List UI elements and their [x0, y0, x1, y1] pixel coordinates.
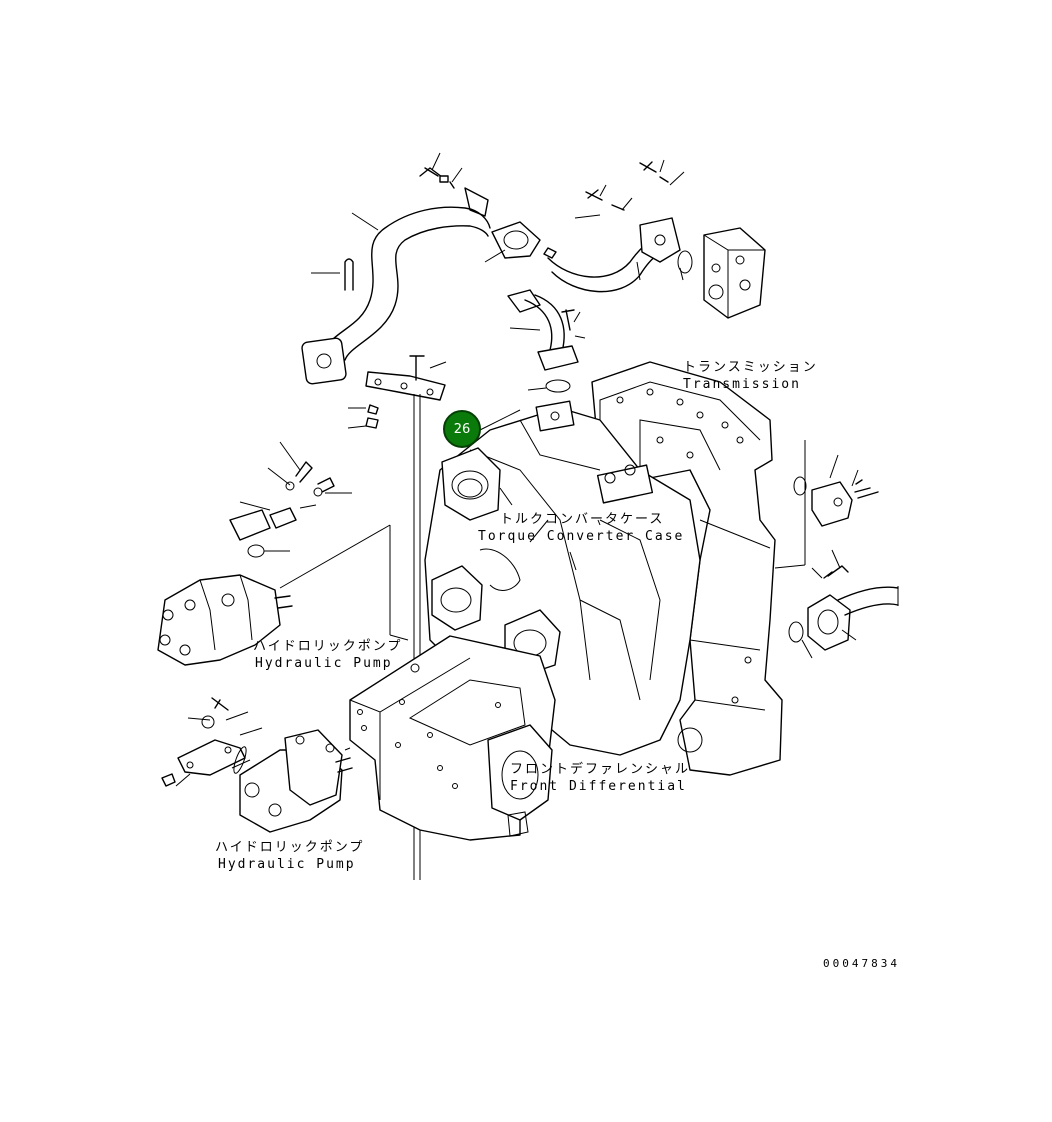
- lower-hydraulic-pump: [239, 729, 353, 833]
- front-differential: [349, 635, 556, 841]
- upper-left-pipe: [301, 206, 491, 385]
- transmission-body: [591, 361, 783, 776]
- label-front-diff-en: Front Differential: [510, 779, 687, 794]
- label-transmission-en: Transmission: [683, 377, 801, 392]
- callout-26-marker[interactable]: 26: [443, 410, 481, 448]
- label-hyd-pump-lower-jp: ハイドロリックポンプ: [215, 840, 365, 855]
- upper-hydraulic-pump: [157, 524, 409, 666]
- lower-left-fittings: [161, 697, 263, 787]
- label-hyd-pump-upper-en: Hydraulic Pump: [255, 656, 393, 671]
- middle-elbow-pipe: [507, 289, 586, 393]
- drawing-number: 00047834: [823, 957, 900, 970]
- label-hyd-pump-lower-en: Hydraulic Pump: [218, 857, 356, 872]
- label-hyd-pump-upper-jp: ハイドロリックポンプ: [253, 639, 403, 654]
- right-side-fittings: [774, 440, 899, 659]
- elbow-connector: [484, 221, 557, 263]
- leader-lines: [479, 409, 771, 571]
- bolts-top-left: [419, 152, 489, 217]
- upper-right-pipe: [547, 217, 693, 293]
- case-flanges: [431, 447, 561, 676]
- upper-left-fittings: [229, 441, 352, 558]
- label-transmission-jp: トランスミッション: [683, 360, 818, 375]
- label-front-diff-jp: フロントデファレンシャル: [510, 762, 691, 777]
- bolts-top-right: [574, 159, 685, 219]
- label-torque-case-en: Torque Converter Case: [478, 529, 685, 544]
- valve-block: [703, 227, 766, 319]
- label-torque-case-jp: トルクコンバータケース: [500, 512, 665, 527]
